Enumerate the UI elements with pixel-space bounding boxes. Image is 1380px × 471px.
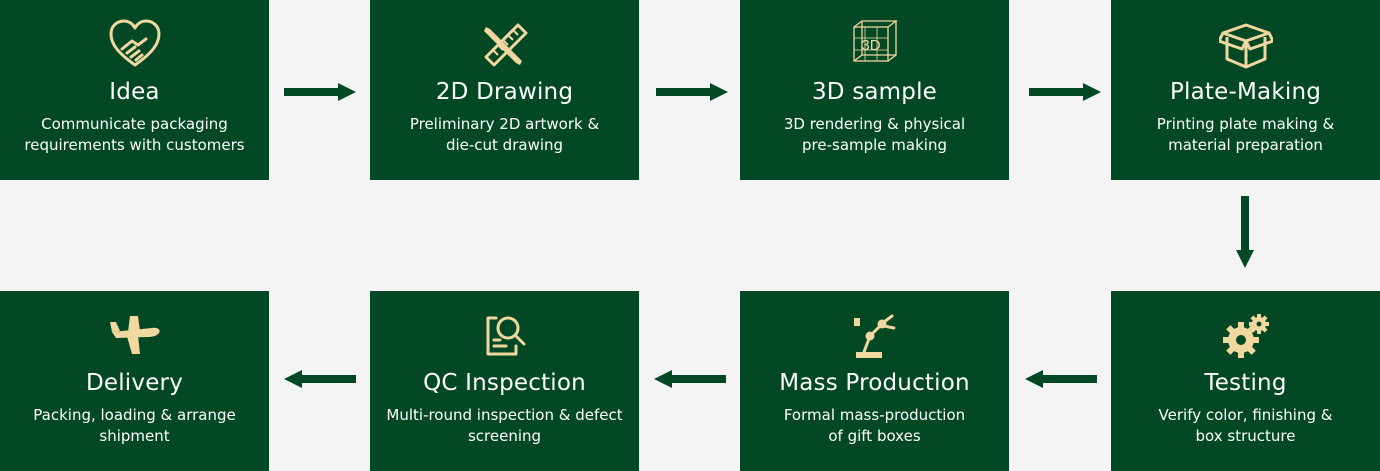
gears-icon <box>1111 309 1380 361</box>
pencil-ruler-icon <box>370 18 639 70</box>
step-title: Idea <box>109 79 160 105</box>
document-magnifier-icon <box>370 309 639 361</box>
step-description: Multi-round inspection & defect screenin… <box>386 406 623 445</box>
step-card-idea: Idea Communicate packaging requirements … <box>0 0 269 180</box>
open-box-icon <box>1111 18 1380 70</box>
airplane-icon <box>0 309 269 361</box>
step-card-delivery: Delivery Packing, loading & arrange ship… <box>0 291 269 471</box>
step-title: 2D Drawing <box>435 79 574 105</box>
handshake-heart-icon <box>0 18 269 70</box>
3d-cube-icon: 3D <box>740 18 1009 70</box>
step-description: Verify color, finishing & box structure <box>1158 406 1333 445</box>
robot-arm-icon <box>740 309 1009 361</box>
step-description: 3D rendering & physical pre-sample makin… <box>783 115 966 154</box>
flow-arrow-left <box>654 370 726 388</box>
step-description: Printing plate making & material prepara… <box>1156 115 1335 154</box>
flow-arrow-right <box>1029 83 1101 101</box>
svg-text:3D: 3D <box>861 37 880 54</box>
step-title: Plate-Making <box>1169 79 1322 105</box>
step-description: Packing, loading & arrange shipment <box>33 406 236 445</box>
step-card-plate-making: Plate-Making Printing plate making & mat… <box>1111 0 1380 180</box>
step-title: Testing <box>1204 370 1287 396</box>
flow-arrow-right <box>284 83 356 101</box>
step-description: Formal mass-production of gift boxes <box>783 406 966 445</box>
step-card-testing: Testing Verify color, finishing & box st… <box>1111 291 1380 471</box>
step-card-2d-drawing: 2D Drawing Preliminary 2D artwork & die-… <box>370 0 639 180</box>
step-card-3d-sample: 3D 3D sample 3D rendering & physical pre… <box>740 0 1009 180</box>
step-title: Mass Production <box>779 370 970 396</box>
step-description: Preliminary 2D artwork & die-cut drawing <box>409 115 600 154</box>
step-card-qc-inspection: QC Inspection Multi-round inspection & d… <box>370 291 639 471</box>
step-title: Delivery <box>85 370 184 396</box>
flow-arrow-left <box>1025 370 1097 388</box>
flow-arrow-down <box>1236 196 1254 268</box>
step-title: QC Inspection <box>423 370 586 396</box>
flow-arrow-left <box>284 370 356 388</box>
step-card-mass-production: Mass Production Formal mass-production o… <box>740 291 1009 471</box>
step-title: 3D sample <box>811 79 938 105</box>
flow-arrow-right <box>656 83 728 101</box>
step-description: Communicate packaging requirements with … <box>24 115 245 154</box>
